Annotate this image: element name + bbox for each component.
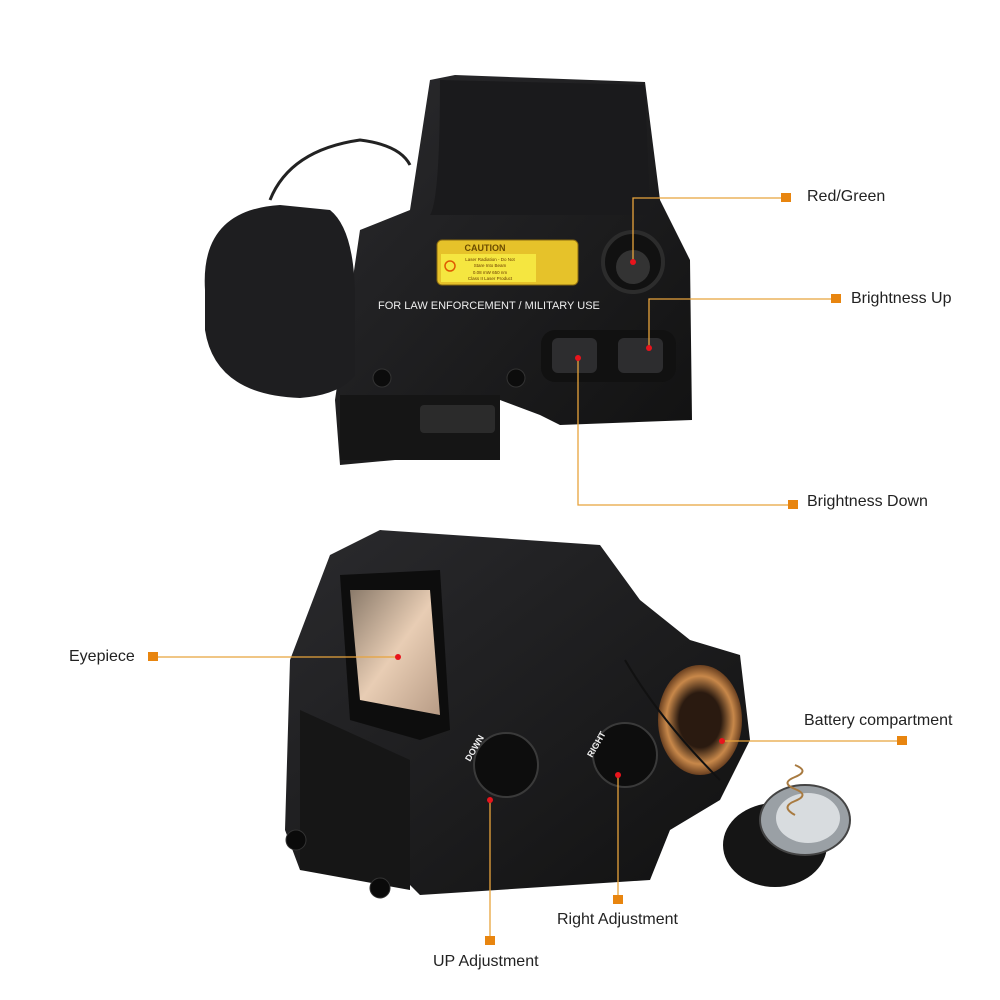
callout-brightness-up: Brightness Up [851,290,952,307]
battery-compartment [658,665,742,775]
bottom-scope: DOWN RIGHT [285,530,851,899]
spring-icon [786,764,804,816]
callout-eyepiece: Eyepiece [69,648,135,665]
eyepiece-window [350,590,440,715]
laser-sun-icon [444,260,456,272]
leader-lines [158,197,899,938]
callout-markers [148,193,907,945]
svg-text:Stare Into Beam: Stare Into Beam [474,263,507,268]
battery-cap [723,764,851,887]
right-adjustment-dial [592,722,658,788]
usage-text: FOR LAW ENFORCEMENT / MILITARY USE [378,300,600,312]
brightness-up-button [618,338,663,373]
callout-red-green: Red/Green [807,188,886,205]
callout-brightness-down: Brightness Down [807,493,928,510]
callout-right-adjustment: Right Adjustment [557,911,678,928]
callout-battery-compartment: Battery compartment [804,712,953,729]
caution-label: CAUTION Laser Radiation - Do Not Stare I… [436,239,579,286]
svg-text:Class II Laser Product: Class II Laser Product [468,276,513,281]
up-adjustment-dial [473,732,539,798]
top-scope: CAUTION Laser Radiation - Do Not Stare I… [204,75,692,465]
svg-text:Laser Radiation - Do Not: Laser Radiation - Do Not [465,257,515,262]
svg-text:CAUTION: CAUTION [465,243,506,253]
callout-dots [395,259,725,803]
battery-cap-side [204,205,355,398]
brightness-down-button [552,338,597,373]
callout-up-adjustment: UP Adjustment [433,953,539,970]
svg-text:0.08 mW 650 nm: 0.08 mW 650 nm [473,270,508,275]
